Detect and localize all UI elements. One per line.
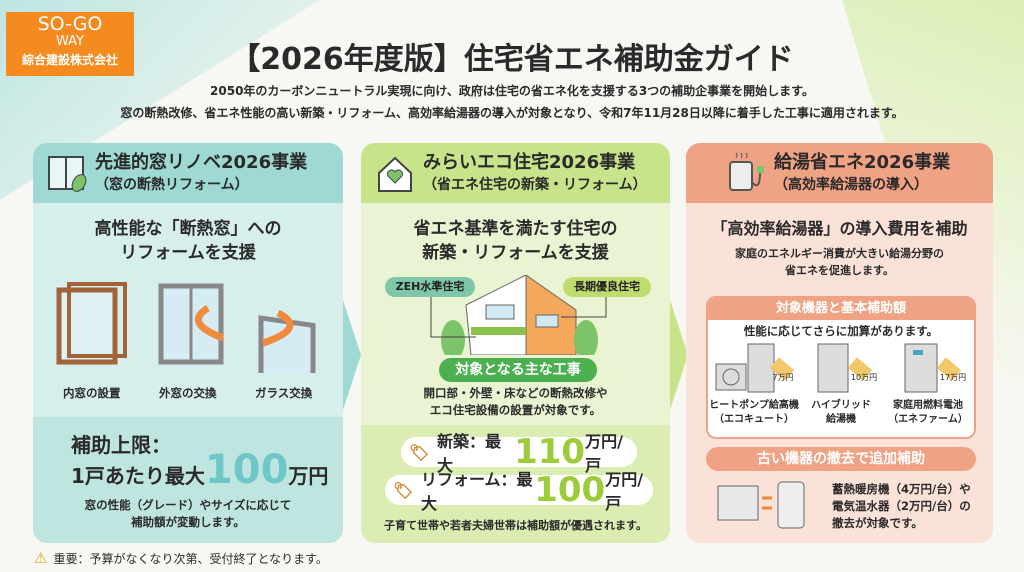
devices-box-title: 対象機器と基本補助額	[708, 298, 974, 320]
logo-line: WAY	[56, 34, 84, 49]
device-name: 家庭用燃料電池	[893, 400, 963, 411]
heat-pump-icon	[715, 343, 795, 393]
subsidy-cap-box: 補助上限： 1戸あたり最大 100 万円 窓の性能（グレード）やサイズに応じて補…	[33, 417, 343, 543]
lead-text: リフォームを支援	[120, 243, 256, 263]
device-name: （エコキュート）	[714, 414, 794, 425]
cap-prefix: 1戸あたり最大	[71, 464, 205, 488]
panel-subtitle: （省エネ住宅の新築・リフォーム）	[423, 177, 647, 193]
amount-unit: 万円/戸	[585, 432, 623, 475]
device-name: ヒートポンプ給高機	[709, 400, 799, 411]
devices-box: 対象機器と基本補助額 性能に応じてさらに加算があります。 7万円 ヒートポンプ給…	[706, 296, 976, 439]
fuel-cell-icon	[904, 343, 962, 393]
device-price: 17万円	[939, 373, 967, 382]
hybrid-heater-icon	[817, 343, 873, 393]
logo-line: SO-GO	[37, 13, 103, 35]
device-price: 7万円	[772, 373, 794, 382]
panel-header: 給湯省エネ2026事業 （高効率給湯器の導入）	[686, 143, 993, 203]
warning-text: 重要：予算がなくなり次第、受付終了となります。	[53, 551, 328, 566]
glass-window-icon	[258, 309, 316, 373]
desc-text: 家庭のエネルギー消費が大きい給湯分野の	[735, 247, 944, 260]
amount-label: リフォーム：最大	[421, 470, 533, 513]
warning-note: ⚠ 重要：予算がなくなり次第、受付終了となります。	[34, 549, 328, 567]
item-label: 内窓の設置	[63, 386, 121, 400]
cap-unit: 万円	[288, 464, 329, 488]
intro-line: 2050年のカーボンニュートラル実現に向け、政府は住宅の省エネ化を支援する3つの…	[210, 84, 814, 98]
devices-box-note: 性能に応じてさらに加算があります。	[743, 324, 939, 338]
item-label: 外窓の交換	[159, 386, 217, 400]
panel-window-renovation: 先進的窓リノベ2026事業 （窓の断熱リフォーム） 高性能な「断熱窓」へのリフォー…	[33, 143, 343, 543]
device-price: 10万円	[850, 373, 878, 382]
water-heater-icon	[729, 152, 764, 191]
panel-title: 給湯省エネ2026事業	[774, 152, 951, 173]
warning-icon: ⚠	[34, 549, 48, 567]
old-heater-icons	[717, 481, 805, 529]
cap-value: 100	[204, 447, 289, 493]
panel-eco-housing: みらいエコ住宅2026事業 （省エネ住宅の新築・リフォーム） 省エネ基準を満たす住…	[361, 143, 670, 543]
panel-title: 先進的窓リノベ2026事業	[95, 152, 308, 173]
panel-water-heater: 給湯省エネ2026事業（高効率給湯器の導入） 「高効率給湯器」の導入費用を補助 …	[686, 143, 993, 543]
device-item: 10万円 ハイブリッド給湯機	[801, 342, 881, 427]
panel-title: みらいエコ住宅2026事業	[423, 152, 636, 173]
house-illustration	[430, 275, 607, 355]
lead-text: 省エネ基準を満たす住宅の	[413, 219, 618, 239]
panel-subtitle: （高効率給湯器の導入）	[774, 177, 928, 193]
removal-text: 電気温水器（2万円/台）の	[832, 499, 971, 513]
amount-label: 新築：最大	[437, 432, 502, 475]
removal-title: 古い機器の撤去で追加補助	[706, 447, 976, 471]
works-text: エコ住宅設備の設置が対象です。	[429, 403, 602, 417]
price-tag-icon: 🏷	[393, 480, 414, 500]
lead-text: 新築・リフォームを支援	[422, 243, 609, 263]
lead-text: 高性能な「断熱窓」への	[94, 219, 282, 239]
note-text: 子育て世帯や若者夫婦世帯は補助額が優遇されます。	[384, 519, 647, 532]
device-item: 7万円 ヒートポンプ給高機 （エコキュート）	[709, 342, 799, 427]
company-logo: SO-GO WAY 綜合建設株式会社	[6, 12, 134, 76]
outer-window-icon	[158, 283, 225, 365]
lead-text: 「高効率給湯器」の導入費用を補助	[711, 219, 968, 238]
works-title: 対象となる主な工事	[439, 358, 597, 382]
device-name: ハイブリッド	[811, 400, 871, 411]
panel-header: みらいエコ住宅2026事業 （省エネ住宅の新築・リフォーム）	[361, 143, 670, 203]
price-tag-icon: 🏷	[409, 442, 430, 462]
intro-line: 窓の断熱改修、省エネ性能の高い新築・リフォーム、高効率給湯器の導入が対象となり、…	[120, 106, 904, 120]
zeh-label: ZEH水準住宅	[385, 277, 475, 297]
window-illustrations	[56, 282, 316, 373]
note-text: 窓の性能（グレード）やサイズに応じて	[84, 498, 292, 512]
intro-text: 2050年のカーボンニュートラル実現に向け、政府は住宅の省エネ化を支援する3つの…	[0, 80, 1024, 124]
page-title: 【2026年度版】住宅省エネ補助金ガイド	[230, 42, 794, 77]
logo-company-name: 綜合建設株式会社	[21, 53, 118, 67]
house-heart-icon	[378, 156, 412, 192]
long-term-label: 長期優良住宅	[563, 277, 651, 297]
panel-subtitle: （窓の断熱リフォーム）	[95, 177, 249, 193]
device-item: 17万円 家庭用燃料電池 （エネファーム）	[883, 342, 973, 427]
inner-window-icon	[56, 282, 127, 365]
removal-text: 蓄熱暖房機（4万円/台）や	[832, 482, 971, 496]
arrow-chevron	[343, 300, 361, 410]
window-leaf-icon	[48, 156, 87, 192]
amount-value: 110	[514, 432, 586, 472]
panel-header: 先進的窓リノベ2026事業 （窓の断熱リフォーム）	[33, 143, 343, 203]
amount-unit: 万円/戸	[605, 470, 644, 513]
note-text: 補助額が変動します。	[131, 515, 245, 529]
device-name: 給湯機	[826, 414, 856, 425]
device-name: （エネファーム）	[888, 414, 968, 425]
desc-text: 省エネを促進します。	[785, 264, 894, 277]
removal-text: 撤去が対象です。	[832, 516, 923, 530]
amount-value: 100	[534, 470, 606, 510]
item-label: ガラス交換	[255, 386, 313, 400]
cap-label: 補助上限：	[71, 433, 171, 457]
works-text: 開口部・外壁・床などの断熱改修や	[423, 386, 608, 400]
